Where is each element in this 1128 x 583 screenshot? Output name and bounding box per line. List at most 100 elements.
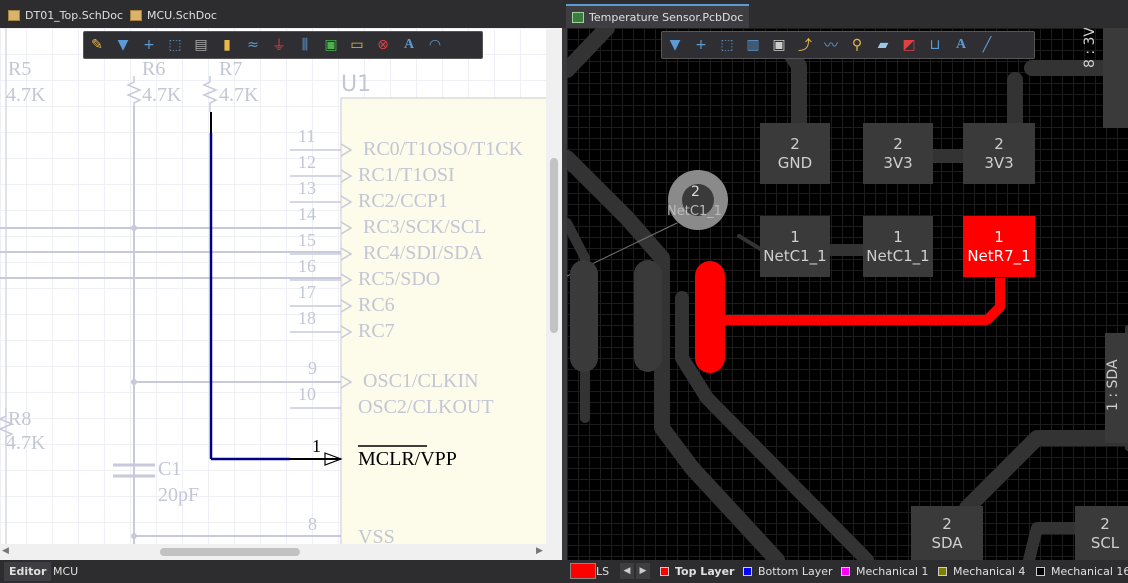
pin-number: 14 <box>298 204 316 224</box>
left-tab-bar: DT01_Top.SchDoc MCU.SchDoc <box>0 0 562 28</box>
no-erc-icon[interactable]: ⊗ <box>377 37 389 53</box>
pad-number: 2 <box>893 134 903 153</box>
vertical-scroll-thumb[interactable] <box>550 158 558 333</box>
pcb-pad-gnd[interactable]: 2 GND <box>760 123 830 184</box>
pad-net: SDA <box>931 534 963 552</box>
pcb-pad-3v3-b[interactable]: 2 3V3 <box>963 123 1035 184</box>
pcb-pad-netr7[interactable]: 1 NetR7_1 <box>963 216 1035 277</box>
sheet-symbol-icon[interactable]: ▣ <box>324 37 338 53</box>
scroll-right-arrow[interactable]: ▶ <box>536 546 543 556</box>
pcb-canvas[interactable]: 2 NetC1_1 2 GND 2 3V3 2 3V3 1 NetC1_1 1 … <box>567 28 1128 560</box>
pad-net: 3V3 <box>984 153 1014 172</box>
pad-number: 1 <box>994 227 1004 246</box>
pin-name: RC0/T1OSO/T1CK <box>363 138 524 160</box>
via-icon[interactable]: ⚲ <box>851 37 863 53</box>
port-icon[interactable]: ▭ <box>350 37 364 53</box>
tab-editor[interactable]: Editor <box>4 562 52 581</box>
pin-number: 16 <box>298 256 316 276</box>
pcb-pad-3v3-a[interactable]: 2 3V3 <box>863 123 933 184</box>
r5-value: 4.7K <box>6 84 46 106</box>
schematic-toolbar: ✎ ▼ + ⬚ ▤ ▮ ≈ ⏚ ⫼ ▣ ▭ ⊗ A ◠ <box>83 31 483 59</box>
arc-icon[interactable]: ◠ <box>428 37 442 53</box>
pane-splitter[interactable] <box>562 28 567 560</box>
pin-name-mclr: MCLR/VPP <box>358 448 457 470</box>
dimension-icon[interactable]: ⊔ <box>929 37 941 53</box>
pin-name: VSS <box>358 526 395 548</box>
r5-ref: R5 <box>8 58 32 80</box>
tab-mcu-schdoc[interactable]: MCU.SchDoc <box>130 4 217 26</box>
component-icon[interactable]: ▣ <box>772 37 786 53</box>
pcb-doc-icon <box>572 11 584 23</box>
pad-net: 3V3 <box>883 153 913 172</box>
pcb-pad-scl[interactable]: 2 SCL <box>1075 506 1128 560</box>
u1-designator: U1 <box>341 72 372 97</box>
filter-icon[interactable]: ▼ <box>669 37 681 53</box>
part-icon[interactable]: ▮ <box>223 37 231 53</box>
route-icon[interactable]: ⤴ <box>798 38 812 54</box>
r6-ref: R6 <box>142 58 166 80</box>
line-icon[interactable]: ╱ <box>982 37 992 53</box>
crosshair-icon[interactable]: + <box>143 37 155 53</box>
via-net: NetC1_1 <box>667 204 722 219</box>
pad-number: 2 <box>1100 515 1110 533</box>
tab-temperature-sensor-pcb[interactable]: Temperature Sensor.PcbDoc <box>566 4 750 28</box>
current-layer-swatch[interactable] <box>570 563 596 579</box>
scroll-left-arrow[interactable]: ◀ <box>2 546 9 556</box>
text-icon[interactable]: A <box>403 37 415 52</box>
r8-ref: R8 <box>8 408 32 430</box>
layer-tab-top[interactable]: Top Layer <box>660 563 734 580</box>
layer-name: Mechanical 16 <box>1051 565 1128 578</box>
pad-number: 1 <box>790 227 800 246</box>
layer-set-ls[interactable]: LS <box>596 565 610 578</box>
r6-value: 4.7K <box>142 84 182 106</box>
wire-icon[interactable]: ≈ <box>247 37 259 53</box>
layer-next-button[interactable]: ▶ <box>636 563 650 579</box>
pin-name: RC3/SCK/SCL <box>363 216 487 238</box>
layer-prev-button[interactable]: ◀ <box>620 563 634 579</box>
bus-icon[interactable]: ⫼ <box>301 37 309 53</box>
pin-number: 17 <box>298 282 316 302</box>
highlight-icon[interactable]: ✎ <box>91 37 103 53</box>
tab-dt01-top[interactable]: DT01_Top.SchDoc <box>8 4 123 26</box>
tab-mcu[interactable]: MCU <box>53 565 79 578</box>
pcb-pad-netc1-b[interactable]: 1 NetC1_1 <box>863 216 933 277</box>
r7-value: 4.7K <box>219 84 259 106</box>
via-number: 2 <box>691 184 700 200</box>
horizontal-scroll-thumb[interactable] <box>160 548 300 556</box>
u1-body <box>340 97 562 560</box>
pad-net: GND <box>777 153 813 172</box>
text-icon[interactable]: A <box>955 37 967 52</box>
layer-tab-bar: LS ◀ ▶ Top Layer Bottom Layer Mechanical… <box>562 560 1128 583</box>
layer-tab-mechanical-1[interactable]: Mechanical 1 <box>841 563 928 580</box>
layer-color-swatch <box>1036 567 1045 576</box>
r7-ref: R7 <box>219 58 243 80</box>
selected-net-track <box>710 278 1005 325</box>
pcb-pad-sda[interactable]: 2 SDA <box>911 506 983 560</box>
pin-number-mclr: 1 <box>312 436 321 456</box>
graph-icon[interactable]: ◩ <box>902 37 916 53</box>
pin-number: 11 <box>298 126 316 146</box>
crosshair-icon[interactable]: + <box>695 37 707 53</box>
layer-name: Top Layer <box>675 565 735 578</box>
layer-tab-bottom[interactable]: Bottom Layer <box>743 563 833 580</box>
pcb-pad-netc1-a[interactable]: 1 NetC1_1 <box>760 216 830 277</box>
pin-number: 18 <box>298 308 316 328</box>
pin-name: RC2/CCP1 <box>358 190 449 212</box>
chart-icon[interactable]: ▥ <box>746 37 760 53</box>
pin-number: 12 <box>298 152 316 172</box>
polygon-icon[interactable]: ▰ <box>877 37 889 53</box>
ground-icon[interactable]: ⏚ <box>272 38 286 54</box>
layer-name: Bottom Layer <box>758 565 833 578</box>
pad-number: 2 <box>942 515 952 533</box>
pad-net: NetR7_1 <box>967 246 1031 265</box>
select-rect-icon[interactable]: ⬚ <box>168 37 182 53</box>
pin-number: 13 <box>298 178 316 198</box>
align-icon[interactable]: ▤ <box>194 37 208 53</box>
layer-tab-mechanical-16[interactable]: Mechanical 16 <box>1036 563 1128 580</box>
select-rect-icon[interactable]: ⬚ <box>720 37 734 53</box>
layer-tab-mechanical-4[interactable]: Mechanical 4 <box>938 563 1025 580</box>
filter-icon[interactable]: ▼ <box>117 37 129 53</box>
interactive-route-icon[interactable]: 〰 <box>824 38 838 54</box>
pin-number: 10 <box>298 384 316 404</box>
schematic-canvas[interactable]: ✎ ▼ + ⬚ ▤ ▮ ≈ ⏚ ⫼ ▣ ▭ ⊗ A ◠ R5 4.7K R6 4… <box>0 28 562 560</box>
